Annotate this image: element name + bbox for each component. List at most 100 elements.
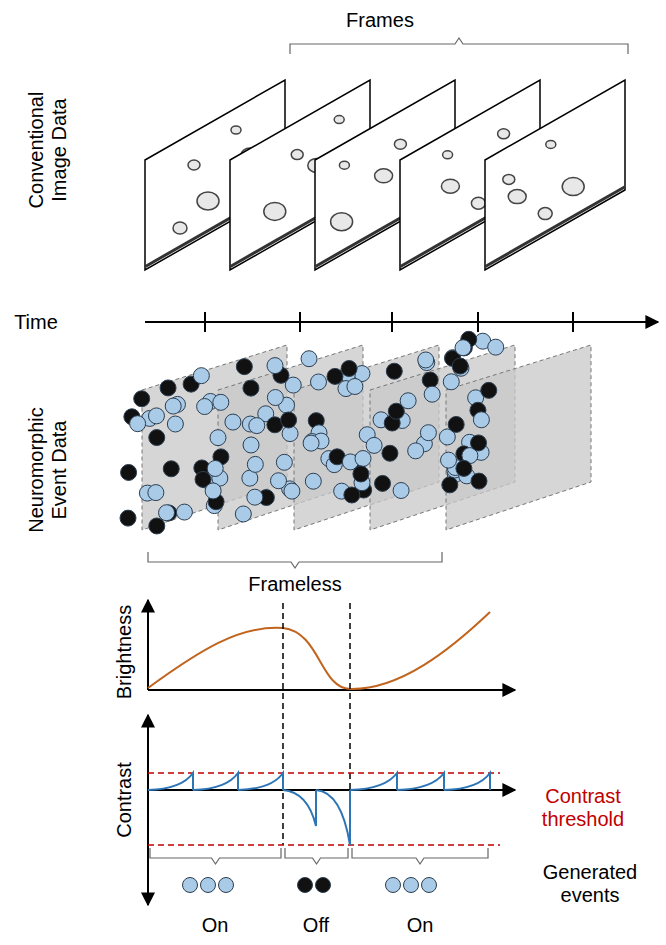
bubble bbox=[441, 179, 459, 193]
event-dot bbox=[284, 483, 300, 499]
event-dot bbox=[281, 412, 297, 428]
event-dot bbox=[404, 878, 419, 893]
event-dot bbox=[456, 460, 472, 476]
event-dot bbox=[418, 352, 434, 368]
event-dot bbox=[159, 505, 175, 521]
event-dot bbox=[243, 437, 259, 453]
event-dot bbox=[473, 412, 489, 428]
event-dot bbox=[448, 416, 464, 432]
bubble bbox=[188, 160, 200, 170]
time-axis bbox=[145, 321, 658, 323]
bubble bbox=[264, 202, 286, 220]
threshold-line bbox=[148, 844, 500, 846]
event-dot bbox=[235, 506, 251, 522]
event-type: On bbox=[185, 914, 245, 937]
event-dot bbox=[213, 394, 229, 410]
event-dot bbox=[165, 398, 181, 414]
frame-edge bbox=[485, 187, 625, 267]
event-dot bbox=[442, 477, 458, 493]
event-dot bbox=[120, 510, 136, 526]
event-dot bbox=[130, 416, 146, 432]
event-dot bbox=[243, 380, 259, 396]
frame-outline bbox=[485, 80, 625, 270]
axis-title: Brightness bbox=[113, 592, 136, 712]
event-dot bbox=[149, 430, 165, 446]
bubble bbox=[291, 150, 303, 160]
event-dot bbox=[276, 454, 292, 470]
bubble bbox=[562, 178, 584, 196]
event-dot bbox=[481, 382, 497, 398]
bubble bbox=[173, 222, 187, 234]
event-dot bbox=[422, 372, 438, 388]
bubble bbox=[503, 174, 515, 184]
bubble bbox=[546, 140, 556, 148]
heading-label: Frames bbox=[320, 9, 440, 32]
event-dot bbox=[422, 878, 437, 893]
tick bbox=[299, 312, 301, 332]
event-dot bbox=[160, 380, 176, 396]
event-dot bbox=[183, 878, 198, 893]
event-dot bbox=[298, 878, 313, 893]
bubble bbox=[508, 190, 526, 204]
event-dot bbox=[167, 416, 183, 432]
event-dot bbox=[134, 391, 150, 407]
image-frame bbox=[485, 80, 625, 270]
bubble bbox=[339, 161, 349, 169]
event-dot bbox=[341, 361, 357, 377]
tick bbox=[204, 312, 206, 332]
threshold-label: Contrast threshold bbox=[508, 785, 658, 831]
time-slab bbox=[446, 345, 591, 530]
contrast-sawtooth bbox=[148, 773, 490, 845]
tick bbox=[572, 312, 574, 332]
event-dot bbox=[163, 461, 179, 477]
event-dot bbox=[193, 368, 209, 384]
event-dot bbox=[452, 358, 468, 374]
bracket bbox=[285, 848, 348, 864]
event-dot bbox=[305, 473, 321, 489]
event-dot bbox=[207, 460, 223, 476]
event-dot bbox=[270, 473, 286, 489]
event-dot bbox=[247, 489, 263, 505]
event-dot bbox=[197, 399, 213, 415]
event-dot bbox=[353, 466, 369, 482]
event-dot bbox=[443, 374, 459, 390]
axis-title: Contrast bbox=[113, 740, 136, 860]
event-dot bbox=[303, 435, 319, 451]
event-dot bbox=[121, 464, 137, 480]
event-dot bbox=[316, 878, 331, 893]
event-dot bbox=[420, 425, 436, 441]
event-dot bbox=[347, 379, 363, 395]
event-dot bbox=[424, 386, 440, 402]
event-dot bbox=[310, 374, 326, 390]
event-dot bbox=[408, 443, 424, 459]
event-dot bbox=[225, 414, 241, 430]
legend-label: Generated events bbox=[525, 861, 655, 907]
event-dot bbox=[471, 435, 487, 451]
tick bbox=[391, 312, 393, 332]
event-dot bbox=[441, 452, 457, 468]
bracket bbox=[290, 38, 628, 54]
axis-title: Conventional Image Data bbox=[25, 80, 71, 220]
event-dot bbox=[176, 504, 192, 520]
axis-title: Time bbox=[6, 311, 66, 334]
bracket bbox=[148, 552, 442, 568]
event-dot bbox=[301, 351, 317, 367]
bracket bbox=[352, 848, 488, 864]
event-dot bbox=[386, 363, 402, 379]
event-dot bbox=[148, 485, 164, 501]
threshold-line bbox=[148, 772, 500, 774]
dashed-marker bbox=[282, 603, 284, 845]
event-type: On bbox=[390, 914, 450, 937]
axis bbox=[148, 689, 515, 691]
bubble bbox=[231, 126, 241, 134]
event-dot bbox=[400, 393, 416, 409]
axis bbox=[147, 600, 149, 690]
axis bbox=[147, 790, 149, 905]
event-dot bbox=[488, 339, 504, 355]
event-dot bbox=[267, 358, 283, 374]
heading-label: Frameless bbox=[225, 573, 365, 596]
event-type: Off bbox=[286, 914, 346, 937]
bracket bbox=[150, 848, 281, 864]
event-dot bbox=[344, 487, 360, 503]
event-dot bbox=[219, 878, 234, 893]
